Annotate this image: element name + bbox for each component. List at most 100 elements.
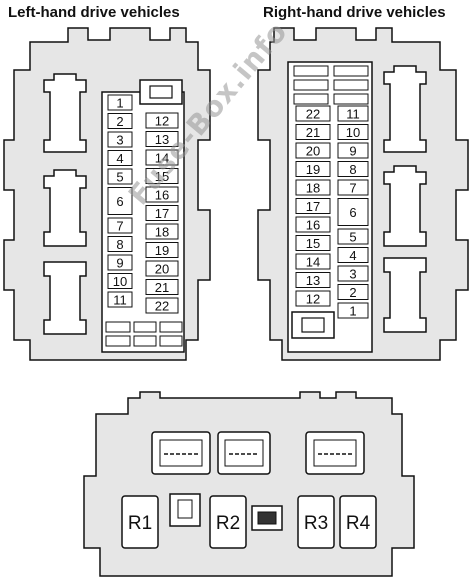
fuse-label: 18	[155, 225, 169, 240]
fuse-slot	[107, 291, 133, 308]
relay-label: R3	[304, 513, 328, 534]
relay-label: R2	[216, 513, 240, 534]
relay-socket	[121, 495, 159, 549]
right-spare-slot	[293, 79, 329, 91]
relay-socket	[209, 495, 247, 549]
fuse-label: 13	[155, 132, 169, 147]
fuse-label: 3	[116, 133, 123, 148]
fuse-slot	[107, 131, 133, 148]
fuse-slot	[107, 150, 133, 166]
fuse-label: 13	[306, 273, 320, 288]
fuse-label: 22	[306, 107, 320, 122]
fuse-slot	[107, 187, 133, 215]
fuse-slot	[145, 186, 179, 203]
fuse-slot	[337, 161, 369, 177]
fuse-label: 4	[349, 248, 356, 263]
fuse-slot	[337, 124, 369, 140]
fuse-slot	[295, 142, 331, 159]
left-spare-slot	[133, 321, 157, 333]
fuse-slot	[295, 198, 331, 214]
fuse-label: 9	[116, 256, 123, 271]
fuse-label: 5	[349, 230, 356, 245]
fuse-slot	[295, 253, 331, 270]
fuse-slot	[145, 297, 179, 314]
left-mini-relay	[139, 79, 183, 105]
fuse-label: 12	[155, 114, 169, 129]
right-spare-slot	[333, 65, 369, 77]
fuse-slot	[107, 217, 133, 234]
fuse-slot	[337, 142, 369, 159]
fuse-label: 14	[306, 255, 320, 270]
relay-label: R1	[128, 513, 152, 534]
fuse-label: 19	[306, 162, 320, 177]
relay-small-socket	[169, 493, 201, 527]
fuse-label: 21	[306, 125, 320, 140]
right-socket-bottom	[383, 257, 427, 333]
fuse-label: 5	[116, 170, 123, 185]
fuse-slot	[107, 168, 133, 185]
fuse-label: 17	[155, 206, 169, 221]
fuse-slot	[337, 179, 369, 196]
fuse-label: 8	[349, 162, 356, 177]
fuse-label: 6	[349, 205, 356, 220]
fuse-slot	[337, 284, 369, 300]
fuse-slot	[337, 302, 369, 319]
fuse-slot	[337, 265, 369, 282]
fuse-slot	[295, 272, 331, 288]
left-spare-slot	[133, 335, 157, 347]
fuse-label: 1	[349, 304, 356, 319]
fuse-label: 4	[116, 151, 123, 166]
fuse-label: 3	[349, 267, 356, 282]
fuse-label: 1	[116, 96, 123, 111]
fuse-label: 14	[155, 151, 169, 166]
fuse-label: 12	[306, 292, 320, 307]
connector-middle	[217, 431, 271, 475]
left-socket-top	[43, 73, 87, 153]
fuse-slot	[107, 94, 133, 111]
fuse-slot	[337, 105, 369, 122]
fuse-slot	[107, 254, 133, 271]
right-spare-slot	[333, 79, 369, 91]
relay-socket	[297, 495, 335, 549]
left-spare-slot	[105, 321, 131, 333]
right-spare-slot	[293, 93, 329, 105]
fuse-label: 16	[155, 188, 169, 203]
fuse-label: 10	[346, 125, 360, 140]
fuse-label: 16	[306, 218, 320, 233]
fuse-label: 9	[349, 144, 356, 159]
fuse-slot	[295, 105, 331, 122]
fuse-slot	[145, 223, 179, 240]
left-spare-slot	[159, 335, 183, 347]
fuse-slot	[107, 236, 133, 252]
fuse-slot	[337, 247, 369, 263]
fuse-slot	[145, 279, 179, 295]
fuse-label: 20	[155, 262, 169, 277]
fuse-label: 17	[306, 199, 320, 214]
fuse-slot	[145, 149, 179, 166]
fuse-label: 21	[155, 280, 169, 295]
connector-right	[305, 431, 365, 475]
right-spare-slot	[293, 65, 329, 77]
fuse-slot	[295, 179, 331, 196]
left-heading: Left-hand drive vehicles	[8, 4, 180, 21]
fuse-label: 11	[113, 293, 127, 308]
right-socket-middle	[383, 165, 427, 247]
fuse-slot	[295, 290, 331, 307]
fuse-slot	[145, 242, 179, 258]
left-spare-slot	[105, 335, 131, 347]
right-mini-relay	[291, 311, 335, 339]
fuse-label: 7	[116, 219, 123, 234]
right-spare-slot	[333, 93, 369, 105]
relay-socket	[339, 495, 377, 549]
fuse-label: 15	[155, 169, 169, 184]
fuse-slot	[107, 273, 133, 289]
fuse-label: 7	[349, 181, 356, 196]
fuse-slot	[337, 228, 369, 245]
right-socket-top	[383, 65, 427, 153]
